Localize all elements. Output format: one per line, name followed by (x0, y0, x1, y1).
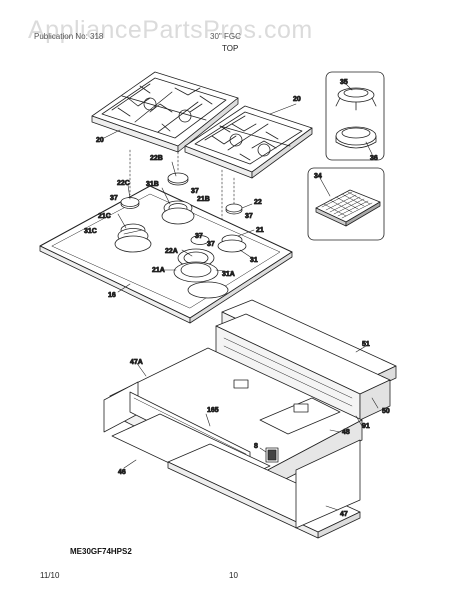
callout-cap-22b: 22B (150, 155, 163, 162)
control-panel[interactable] (215, 299, 397, 421)
callout-cap-22: 22 (254, 199, 262, 206)
callout-cap-21c: 21C (98, 213, 111, 220)
footer-page-number: 10 (229, 571, 238, 580)
callout-labels: 20 20 35 36 34 22B 22C 31B 37 37 21B 22 … (84, 79, 391, 519)
base-chassis[interactable] (103, 347, 363, 539)
alignment-lines (129, 149, 235, 226)
callout-base-47: 47 (340, 511, 348, 518)
section-title: TOP (222, 44, 239, 53)
burner-cap-box[interactable] (325, 71, 385, 161)
burner-set[interactable] (114, 172, 247, 299)
callout-cap-35: 35 (340, 79, 348, 86)
callout-spark-37-c: 37 (245, 213, 253, 220)
right-grate[interactable] (184, 105, 313, 179)
callout-panel-91: 91 (362, 423, 370, 430)
callout-base-46: 46 (118, 469, 126, 476)
callout-cooktop-16: 16 (108, 292, 116, 299)
callout-spark-37-e: 37 (195, 233, 203, 240)
product-label: 30" FGC (210, 32, 241, 41)
callout-spark-37-d: 37 (207, 241, 215, 248)
footer-date: 11/10 (40, 571, 60, 580)
callout-wire-165: 165 (207, 407, 219, 414)
callout-cap-22c: 22C (117, 180, 130, 187)
callout-panel-51: 51 (362, 341, 370, 348)
callout-valve-8: 8 (254, 443, 258, 450)
callout-ring-36: 36 (370, 155, 378, 162)
callout-burner-31c: 31C (84, 228, 97, 235)
callout-bracket-48: 48 (342, 429, 350, 436)
model-number: ME30GF74HPS2 (70, 547, 132, 556)
callout-spark-37-b: 37 (110, 195, 118, 202)
callout-burner-31a: 31A (222, 271, 235, 278)
callout-grate-left: 20 (96, 137, 104, 144)
callout-burner-31: 31 (250, 257, 258, 264)
callout-cap-21: 21 (256, 227, 264, 234)
watermark: AppliancePartsPros.com (28, 16, 313, 44)
callout-cap-22a: 22A (165, 248, 178, 255)
leader-lines (103, 83, 379, 511)
publication-number: Publication No: 318 (34, 32, 104, 41)
callout-burner-31b: 31B (146, 181, 159, 188)
cooktop-surface[interactable] (39, 185, 293, 324)
callout-panel-50: 50 (382, 408, 390, 415)
callout-cap-21a: 21A (152, 267, 165, 274)
callout-grate-right: 20 (293, 96, 301, 103)
callout-griddle-34: 34 (314, 173, 322, 180)
callout-panel-47a: 47A (130, 359, 143, 366)
callout-spark-37-a: 37 (191, 188, 199, 195)
callout-cap-21b: 21B (197, 196, 210, 203)
griddle-box[interactable] (307, 167, 385, 241)
left-grate[interactable] (91, 71, 239, 153)
